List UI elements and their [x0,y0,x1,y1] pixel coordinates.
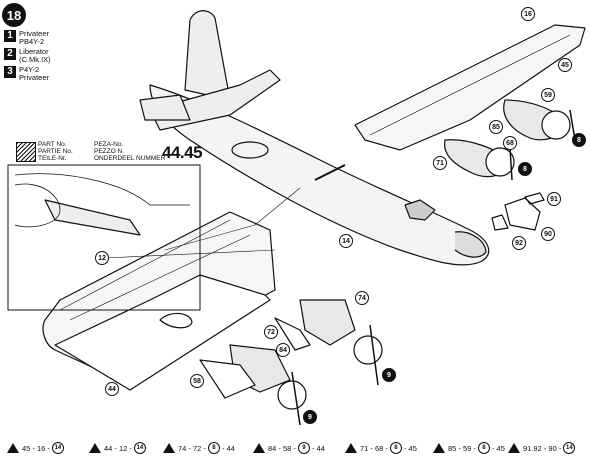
part-number-legend: PART No. PARTIE No. TEILE-Nr. PEZA-No. P… [14,138,203,166]
variant-name: Privateer [19,29,50,38]
glue-icon [508,443,520,453]
part-label-col2: PEZA-No. PEZZO N. ONDERDEEL NUMMER [94,141,166,162]
inset-box [7,164,201,311]
callout-part: 59 [541,88,555,102]
callout-propeller: 9 [303,410,317,424]
variant-code: (C.Mk.IX) [19,55,51,64]
hatch-icon [16,142,36,162]
glue-icon [7,443,19,453]
step-number: 18 [2,3,26,27]
callout-part: 84 [276,343,290,357]
glue-icon [433,443,445,453]
callout-part: 72 [264,325,278,339]
callout-part: 90 [541,227,555,241]
nose-turret [454,231,487,258]
callout-part: 91 [547,192,561,206]
footer-item: 44 - 12 -14 [88,442,146,454]
footer-item: 85 - 59 -8- 45 [432,442,505,454]
callout-part: 68 [503,136,517,150]
tail-stabilizer-left [139,94,191,121]
nacelle-left-outer [299,299,356,346]
callout-part: 12 [95,251,109,265]
callout-part: 58 [190,374,204,388]
variant-2: 2 Liberator(C.Mk.IX) [4,48,51,64]
cockpit [404,199,436,221]
footer-item: 84 - 58 -9- 44 [252,442,325,454]
variant-code: PB4Y-2 [19,37,45,46]
glue-icon [89,443,101,453]
part-label-col1: PART No. PARTIE No. TEILE-Nr. [38,141,73,162]
variant-code: Privateer [19,73,50,82]
callout-part: 92 [512,236,526,250]
callout-propeller: 8 [518,162,532,176]
variant-number: 1 [4,30,16,42]
callout-part: 45 [558,58,572,72]
callout-propeller: 9 [382,368,396,382]
callout-part: 85 [489,120,503,134]
parts-sequence-footer: 45 - 16 -14 44 - 12 -14 74 - 72 -8- 44 8… [0,441,590,459]
variant-name: Liberator [19,47,49,56]
callout-part: 74 [355,291,369,305]
tail-fin [184,10,231,101]
callout-part: 16 [521,7,535,21]
callout-part: 71 [433,156,447,170]
fuselage [149,84,490,266]
glue-icon [163,443,175,453]
footer-item: 74 - 72 -8- 44 [162,442,235,454]
left-wing-underside [54,274,271,391]
glue-icon [345,443,357,453]
footer-item: 71 - 68 -8- 45 [344,442,417,454]
part-example-number: 44.45 [162,143,203,162]
variant-number: 2 [4,48,16,60]
footer-item: 91.92 - 90 -14 [507,442,576,454]
variant-name: P4Y-2 [19,65,40,74]
variant-number: 3 [4,66,16,78]
callout-part: 44 [105,382,119,396]
callout-propeller: 8 [572,133,586,147]
callout-part: 14 [339,234,353,248]
footer-item: 45 - 16 -14 [6,442,64,454]
glue-icon [253,443,265,453]
